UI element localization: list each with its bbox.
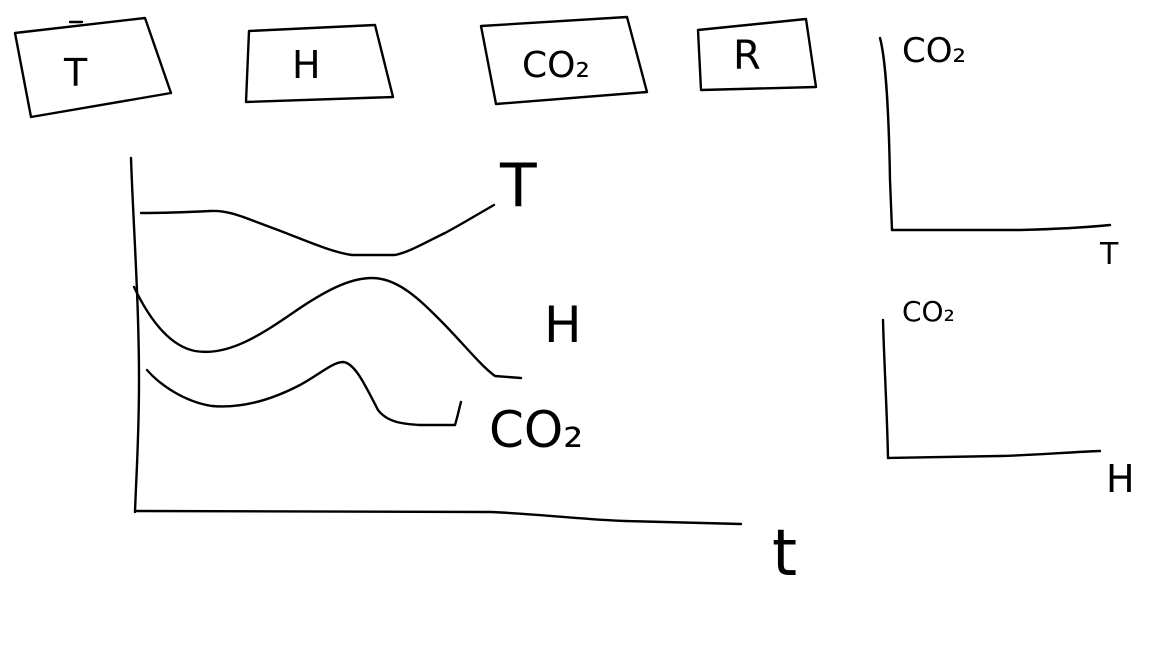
top-small-y-axis	[878, 36, 894, 232]
button-box-t[interactable]	[13, 16, 173, 119]
series-label-t: T	[500, 151, 537, 221]
curve-co2	[145, 360, 463, 427]
button-label-h: H	[292, 43, 321, 87]
button-label-r: R	[733, 33, 761, 79]
top-small-y-label: CO₂	[902, 31, 967, 71]
top-small-x-axis	[890, 223, 1112, 232]
curve-h	[132, 276, 523, 380]
bottom-small-x-axis	[886, 449, 1102, 460]
button-label-t: T	[64, 51, 88, 95]
bottom-small-y-axis	[881, 318, 890, 460]
bottom-small-x-label: H	[1106, 457, 1135, 501]
main-y-axis	[129, 156, 141, 514]
button-box-r[interactable]	[696, 17, 818, 92]
button-box-h[interactable]	[244, 23, 395, 104]
top-small-x-label: T	[1100, 237, 1119, 272]
main-x-axis	[133, 509, 743, 526]
series-label-co2: CO₂	[489, 401, 584, 459]
series-label-h: H	[544, 296, 582, 354]
main-x-axis-label: t	[772, 517, 798, 591]
bottom-small-y-label: CO₂	[902, 295, 955, 328]
curve-t	[139, 203, 496, 257]
button-box-co2[interactable]	[479, 15, 649, 106]
button-label-co2: CO₂	[522, 45, 590, 86]
